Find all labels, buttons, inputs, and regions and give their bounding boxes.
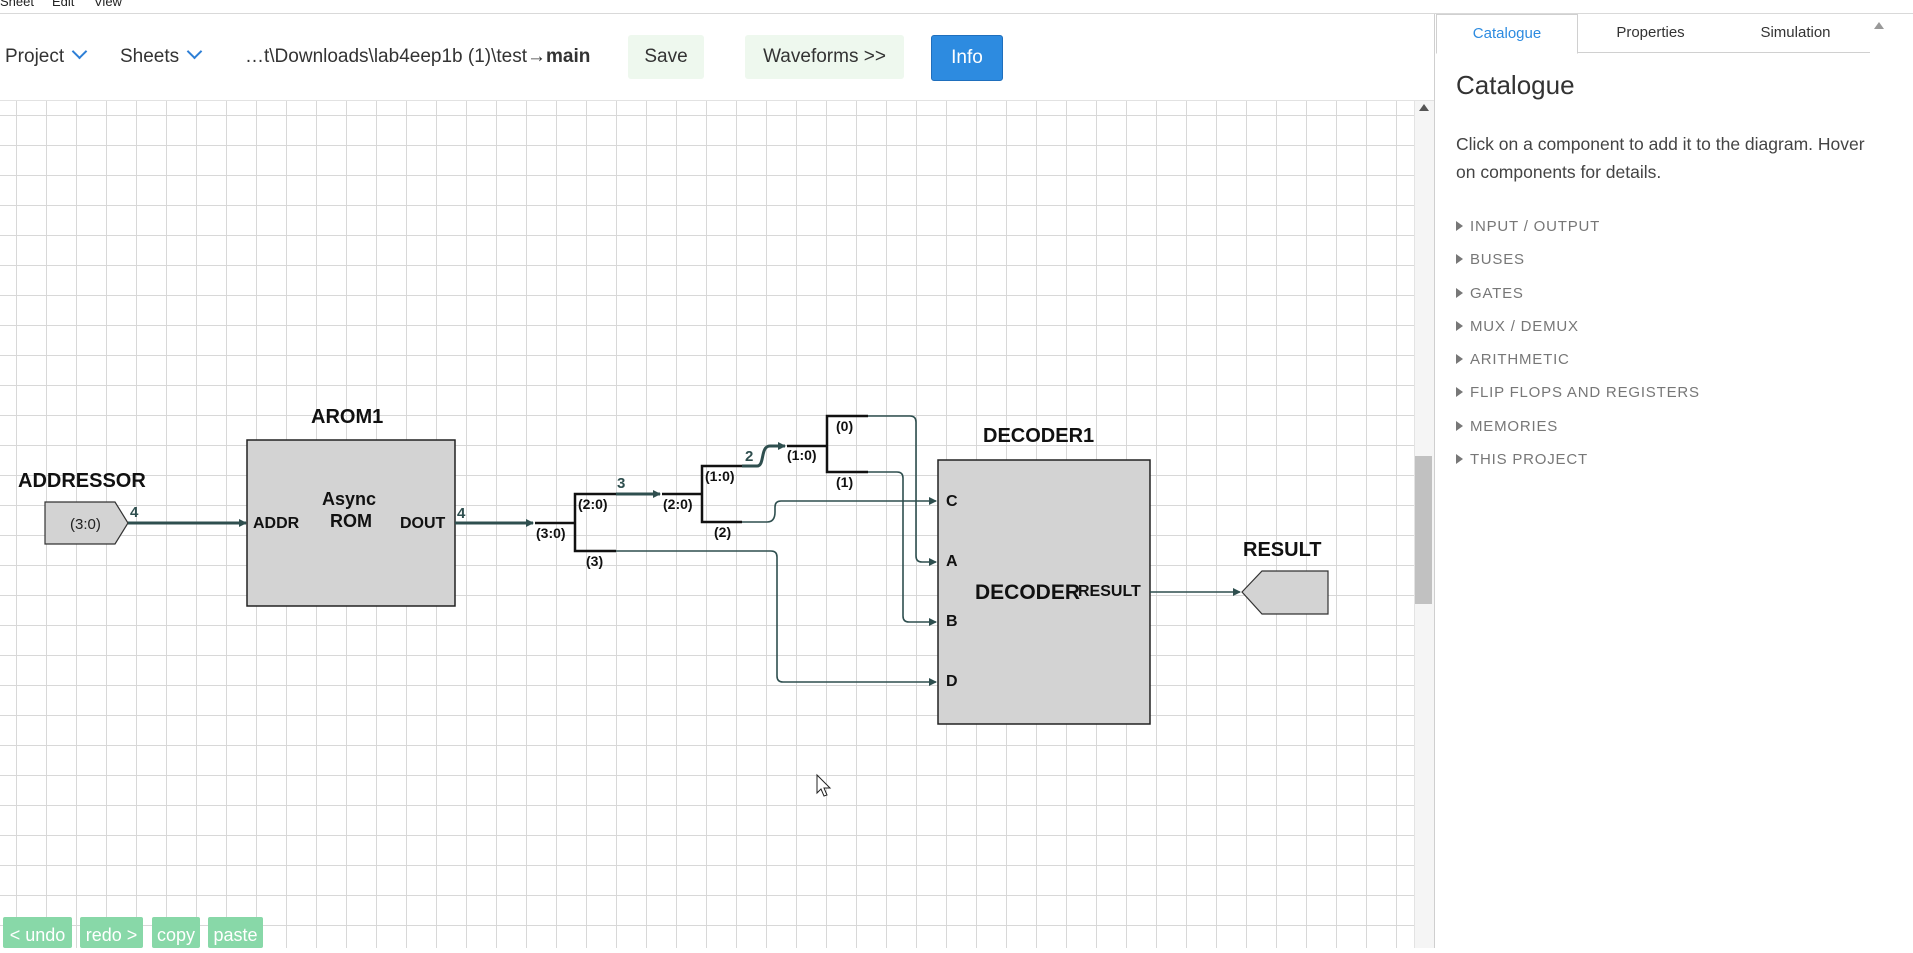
decoder-component[interactable] bbox=[937, 459, 1151, 725]
undo-button[interactable]: < undo bbox=[3, 917, 72, 948]
schematic-diagram: ADDRESSOR (3:0) 4 AROM1 Async ROM ADDR D… bbox=[18, 406, 1329, 797]
waveforms-button[interactable]: Waveforms >> bbox=[745, 35, 904, 79]
rom-port-dout: DOUT bbox=[400, 515, 446, 532]
decoder-title: DECODER1 bbox=[983, 425, 1094, 447]
addressor-range: (3:0) bbox=[70, 516, 101, 533]
rom-component[interactable] bbox=[246, 439, 456, 607]
addressor-input-shape[interactable] bbox=[44, 501, 129, 545]
tab-simulation[interactable]: Simulation bbox=[1760, 24, 1831, 41]
schematic-canvas[interactable]: ADDRESSOR (3:0) 4 AROM1 Async ROM ADDR D… bbox=[0, 101, 1414, 948]
expand-triangle-icon bbox=[1456, 387, 1463, 397]
tab-properties[interactable]: Properties bbox=[1616, 24, 1685, 41]
side-panel bbox=[1435, 14, 1913, 948]
category-label: ARITHMETIC bbox=[1470, 351, 1570, 368]
expand-triangle-icon bbox=[1456, 354, 1463, 364]
decoder-port-a: A bbox=[946, 553, 958, 570]
splitter-3-in-label: (1:0) bbox=[787, 447, 817, 463]
category-memories[interactable]: MEMORIES bbox=[1456, 418, 1558, 435]
catalogue-description: Click on a component to add it to the di… bbox=[1456, 134, 1865, 182]
category-label: THIS PROJECT bbox=[1470, 451, 1588, 468]
menu-edit[interactable]: Edit bbox=[52, 0, 75, 9]
splitter-2-top-label: (1:0) bbox=[705, 468, 735, 484]
project-dropdown[interactable]: Project bbox=[5, 43, 88, 68]
menu-bar: Sheet Edit View bbox=[0, 0, 1913, 14]
category-arithmetic[interactable]: ARITHMETIC bbox=[1456, 351, 1570, 368]
decoder-port-result: RESULT bbox=[1078, 583, 1141, 600]
splitter-1-bottom-label: (3) bbox=[586, 553, 603, 569]
addressor-bus-width: 4 bbox=[130, 504, 139, 521]
rom-title: AROM1 bbox=[311, 406, 383, 428]
category-label: GATES bbox=[1470, 285, 1524, 302]
tab-catalogue[interactable]: Catalogue bbox=[1436, 14, 1578, 54]
category-label: MUX / DEMUX bbox=[1470, 318, 1579, 335]
addressor-title: ADDRESSOR bbox=[18, 470, 146, 492]
splitter-1-in-label: (3:0) bbox=[536, 525, 566, 541]
category-label: FLIP FLOPS AND REGISTERS bbox=[1470, 384, 1700, 401]
panel-tabs: Catalogue Properties Simulation bbox=[1436, 14, 1870, 54]
redo-button[interactable]: redo > bbox=[80, 917, 143, 948]
decoder-port-b: B bbox=[946, 613, 958, 630]
save-button[interactable]: Save bbox=[628, 35, 704, 79]
expand-triangle-icon bbox=[1456, 254, 1463, 264]
menu-view[interactable]: View bbox=[94, 0, 122, 9]
splitter-2-bottom-label: (2) bbox=[714, 524, 731, 540]
splitter-1-top-label: (2:0) bbox=[578, 496, 608, 512]
wire-bit1-to-b[interactable] bbox=[868, 471, 937, 626]
rom-out-bus-width: 4 bbox=[457, 505, 466, 522]
result-output-shape[interactable] bbox=[1241, 570, 1329, 615]
path-prefix: …t\Downloads\lab4eep1b (1)\test→ bbox=[245, 46, 546, 67]
expand-triangle-icon bbox=[1456, 288, 1463, 298]
splitter-3-top-label: (0) bbox=[836, 418, 853, 434]
category-label: BUSES bbox=[1470, 251, 1525, 268]
chevron-down-icon bbox=[186, 43, 203, 60]
panel-scrollbar[interactable] bbox=[1870, 14, 1913, 948]
category-label: INPUT / OUTPUT bbox=[1470, 218, 1601, 235]
expand-triangle-icon bbox=[1456, 321, 1463, 331]
mouse-cursor-icon bbox=[816, 773, 832, 797]
category-buses[interactable]: BUSES bbox=[1456, 251, 1525, 268]
sheets-dropdown[interactable]: Sheets bbox=[120, 43, 203, 68]
bus-1-0-wire[interactable] bbox=[742, 442, 786, 468]
category-flip-flops[interactable]: FLIP FLOPS AND REGISTERS bbox=[1456, 384, 1700, 401]
expand-triangle-icon bbox=[1456, 221, 1463, 231]
result-title: RESULT bbox=[1243, 539, 1322, 561]
category-mux-demux[interactable]: MUX / DEMUX bbox=[1456, 318, 1579, 335]
catalogue-title: Catalogue bbox=[1456, 70, 1575, 100]
decoder-port-c: C bbox=[946, 493, 958, 510]
category-input-output[interactable]: INPUT / OUTPUT bbox=[1456, 218, 1600, 235]
panel-divider[interactable] bbox=[1434, 14, 1435, 948]
decoder-port-d: D bbox=[946, 673, 958, 690]
splitter-3[interactable] bbox=[825, 414, 868, 474]
splitter-2-bus-width: 2 bbox=[745, 448, 753, 465]
expand-triangle-icon bbox=[1456, 454, 1463, 464]
decoder-label: DECODER bbox=[975, 581, 1080, 604]
splitter-2-in-label: (2:0) bbox=[663, 496, 693, 512]
splitter-1-bus-width: 3 bbox=[617, 475, 625, 492]
copy-button[interactable]: copy bbox=[152, 917, 200, 948]
splitter-3-bottom-label: (1) bbox=[836, 474, 853, 490]
path-sheet: main bbox=[546, 46, 591, 67]
paste-button[interactable]: paste bbox=[208, 917, 263, 948]
project-path: …t\Downloads\lab4eep1b (1)\test→main bbox=[245, 46, 590, 68]
wire-bit2-to-c[interactable] bbox=[742, 497, 937, 523]
category-gates[interactable]: GATES bbox=[1456, 285, 1524, 302]
sheets-label: Sheets bbox=[120, 46, 180, 67]
rom-label-line2: ROM bbox=[330, 511, 372, 531]
menu-sheet[interactable]: Sheet bbox=[0, 0, 34, 9]
panel-scroll-up-icon[interactable] bbox=[1874, 22, 1884, 29]
toolbar bbox=[0, 14, 1434, 101]
wire-bit3-to-d[interactable] bbox=[616, 550, 937, 686]
chevron-down-icon bbox=[71, 43, 88, 60]
rom-label-line1: Async bbox=[322, 489, 376, 509]
project-label: Project bbox=[5, 46, 65, 67]
wire-bit0-to-a[interactable] bbox=[868, 415, 937, 566]
rom-port-addr: ADDR bbox=[253, 515, 300, 532]
canvas-scroll-thumb[interactable] bbox=[1415, 456, 1432, 604]
info-button[interactable]: Info bbox=[931, 35, 1003, 81]
category-this-project[interactable]: THIS PROJECT bbox=[1456, 451, 1588, 468]
scroll-up-arrow-icon[interactable] bbox=[1419, 104, 1429, 111]
category-label: MEMORIES bbox=[1470, 418, 1559, 435]
expand-triangle-icon bbox=[1456, 421, 1463, 431]
